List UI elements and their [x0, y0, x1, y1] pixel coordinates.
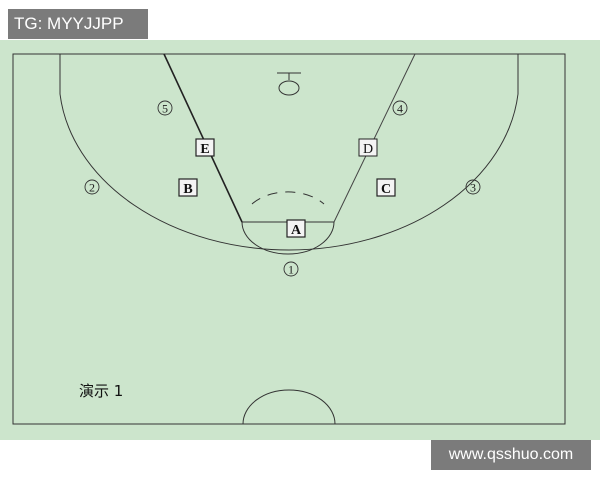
position-2-label: 2: [89, 181, 95, 195]
free-throw-circle-solid: [241, 221, 335, 255]
player-e: E: [195, 138, 215, 157]
position-5-label: 5: [162, 102, 168, 116]
position-5: 5: [157, 100, 173, 116]
lane-line-right: [333, 53, 416, 223]
demo-caption: 演示 1: [79, 382, 124, 400]
player-b-label: B: [183, 182, 192, 197]
position-2: 2: [84, 179, 100, 195]
player-a-label: A: [291, 223, 302, 238]
three-point-line: [59, 54, 519, 251]
hoop: [278, 80, 300, 96]
player-b: B: [178, 178, 198, 197]
position-1: 1: [283, 261, 299, 277]
player-c-label: C: [381, 182, 391, 197]
position-3: 3: [465, 179, 481, 195]
free-throw-circle-dashed: [251, 191, 325, 205]
player-a: A: [286, 219, 306, 238]
position-3-label: 3: [470, 181, 476, 195]
center-circle: [242, 389, 336, 425]
court-background: [0, 40, 600, 440]
watermark-bottom: www.qsshuo.com: [431, 440, 591, 470]
player-e-label: E: [200, 142, 209, 157]
player-d-label: D: [363, 142, 373, 157]
position-4: 4: [392, 100, 408, 116]
lane-line-left: [163, 53, 243, 223]
player-d: D: [358, 138, 378, 157]
court-boundary: [12, 53, 566, 425]
position-1-label: 1: [288, 263, 294, 277]
watermark-top: TG: MYYJJPP: [8, 9, 148, 39]
player-c: C: [376, 178, 396, 197]
position-4-label: 4: [397, 102, 403, 116]
